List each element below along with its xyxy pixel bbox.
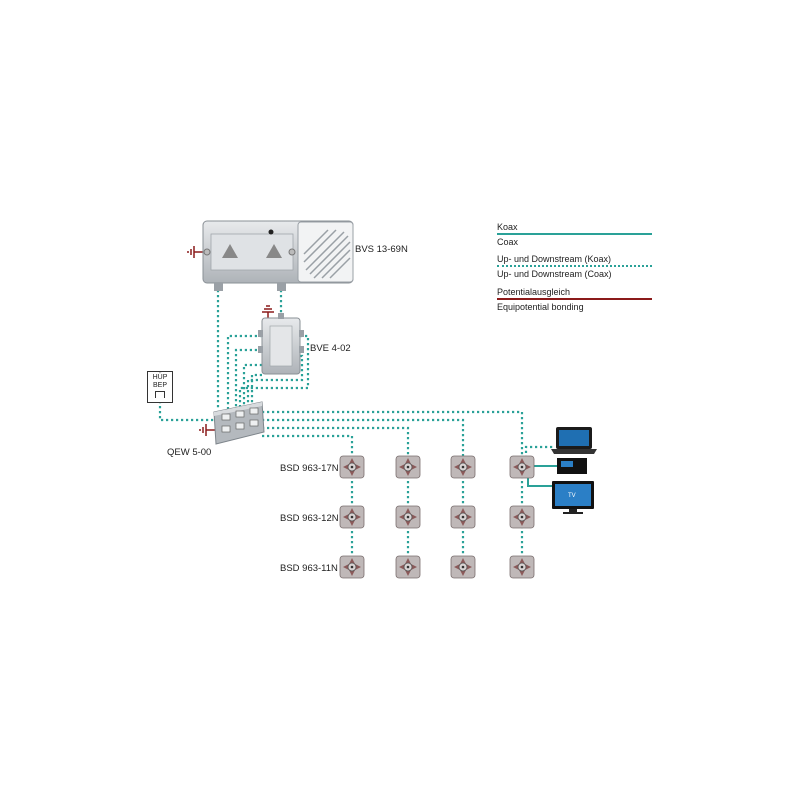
splitter-label: BVE 4-02 — [310, 343, 351, 354]
wall-outlet-icon — [509, 455, 535, 479]
wall-outlet-icon — [395, 455, 421, 479]
legend-coax: Coax — [497, 237, 519, 247]
tv-screen-label: TV — [568, 493, 576, 499]
distributor-label: QEW 5-00 — [167, 447, 212, 458]
amplifier-label: BVS 13-69N — [355, 244, 408, 255]
hup-terminal-icon — [155, 391, 165, 398]
outlet-row-2-label: BSD 963-12N — [280, 513, 339, 524]
ground-icon-distributor — [199, 424, 216, 436]
laptop-icon — [551, 427, 597, 454]
legend-line-bonding — [497, 298, 652, 300]
wall-outlet-icon — [450, 505, 476, 529]
receiver-icon — [557, 458, 587, 474]
wall-outlet-icon — [509, 505, 535, 529]
ground-icon-splitter — [262, 305, 274, 318]
legend-updown-coax: Up- und Downstream (Coax) — [497, 269, 612, 279]
legend-line-updown — [497, 265, 652, 267]
wall-outlet-icon — [450, 555, 476, 579]
outlet-row-1-label: BSD 963-17N — [280, 463, 339, 474]
ground-icon-amplifier — [187, 246, 204, 258]
legend-line-coax — [497, 233, 652, 235]
hup-bep-box: HÜP BEP — [147, 371, 173, 403]
outlet-grid — [339, 455, 535, 579]
hup-label: HÜP — [152, 374, 168, 381]
wall-outlet-icon — [339, 505, 365, 529]
splitter-device — [258, 313, 304, 375]
legend-updown-koax: Up- und Downstream (Koax) — [497, 254, 612, 264]
legend-koax: Koax — [497, 222, 518, 232]
distributor-device — [213, 401, 265, 445]
tv-icon: TV — [552, 481, 594, 514]
wall-outlet-icon — [395, 505, 421, 529]
wall-outlet-icon — [339, 455, 365, 479]
legend-potential-de: Potentialausgleich — [497, 287, 571, 297]
coax-dotted-lines — [158, 290, 553, 558]
wall-outlet-icon — [450, 455, 476, 479]
wall-outlet-icon — [395, 555, 421, 579]
wall-outlet-icon — [339, 555, 365, 579]
wall-outlet-icon — [509, 555, 535, 579]
outlet-row-3-label: BSD 963-11N — [280, 563, 338, 574]
bep-label: BEP — [152, 382, 167, 389]
amplifier-device — [202, 220, 354, 291]
legend-potential-en: Equipotential bonding — [497, 302, 584, 312]
